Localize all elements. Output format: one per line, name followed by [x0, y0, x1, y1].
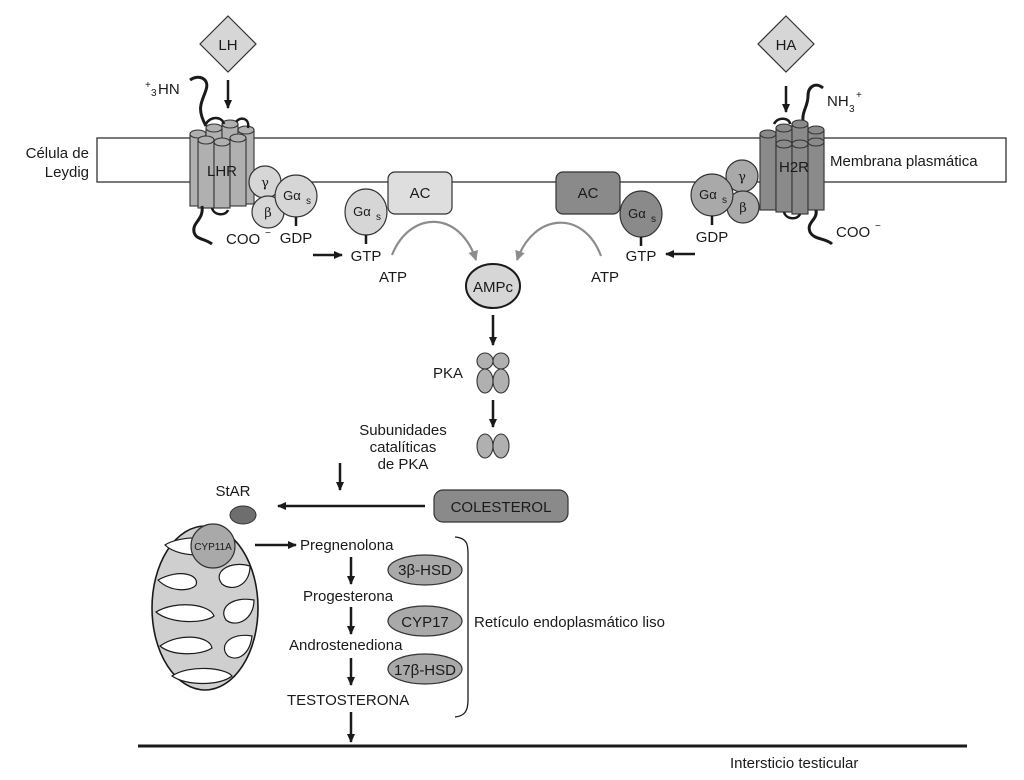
- cyp11a-enzyme: CYP11A: [190, 523, 236, 569]
- svg-text:3: 3: [849, 104, 855, 115]
- svg-text:γ: γ: [261, 176, 269, 191]
- h2r-n-terminus-label: NH 3 +: [827, 90, 862, 115]
- catalytic-label-line1: Subunidades: [359, 422, 447, 439]
- svg-text:LH: LH: [218, 37, 237, 54]
- androstenedione-label: Androstenediona: [289, 637, 403, 654]
- ser-label: Retículo endoplasmático liso: [474, 614, 665, 631]
- interstitium-label: Intersticio testicular: [730, 755, 858, 772]
- h2r-c-terminus-label: COO −: [836, 221, 881, 241]
- svg-text:AC: AC: [578, 185, 599, 202]
- svg-text:β: β: [264, 206, 272, 221]
- right-adenylyl-cyclase: AC: [555, 171, 621, 215]
- svg-text:3: 3: [151, 88, 157, 99]
- svg-text:s: s: [651, 214, 656, 225]
- svg-text:17β-HSD: 17β-HSD: [394, 662, 456, 679]
- svg-text:+: +: [145, 80, 151, 91]
- lh-ligand: LH: [199, 15, 257, 73]
- svg-text:LHR: LHR: [207, 163, 237, 180]
- svg-text:COO: COO: [836, 224, 870, 241]
- svg-text:Gα: Gα: [353, 204, 371, 219]
- svg-text:−: −: [875, 221, 881, 232]
- svg-text:AC: AC: [410, 185, 431, 202]
- svg-text:β: β: [739, 201, 747, 216]
- h2r-receptor: H2R: [759, 117, 825, 220]
- svg-text:−: −: [265, 228, 271, 239]
- right-atp-label: ATP: [591, 269, 619, 286]
- pka-catalytic-subunits: [476, 433, 510, 459]
- pka-label: PKA: [433, 365, 463, 382]
- cholesterol-node: COLESTEROL: [433, 489, 569, 523]
- testosterone-label: TESTOSTERONA: [287, 692, 409, 709]
- left-galpha-gtp: Gα s GTP: [344, 188, 388, 265]
- svg-text:CYP17: CYP17: [401, 614, 449, 631]
- lhr-receptor: LHR: [189, 116, 255, 216]
- svg-text:Gα: Gα: [628, 206, 646, 221]
- svg-text:HN: HN: [158, 81, 180, 98]
- lhr-n-terminal-tail: [189, 75, 209, 127]
- svg-text:GDP: GDP: [280, 230, 313, 247]
- svg-text:COO: COO: [226, 231, 260, 248]
- svg-text:s: s: [376, 212, 381, 223]
- svg-text:+: +: [856, 90, 862, 101]
- right-g-protein-inactive: γ β Gα s GDP: [690, 159, 760, 246]
- cell-label-line2: Leydig: [45, 164, 89, 181]
- svg-text:NH: NH: [827, 93, 849, 110]
- svg-text:s: s: [722, 195, 727, 206]
- progesterone-label: Progesterona: [303, 588, 394, 605]
- enzyme-cyp17: CYP17: [387, 605, 463, 637]
- ser-bracket: [454, 536, 469, 718]
- svg-text:GTP: GTP: [351, 248, 382, 265]
- svg-text:CYP11A: CYP11A: [194, 542, 232, 553]
- star-protein: [229, 505, 257, 525]
- svg-text:GDP: GDP: [696, 229, 729, 246]
- svg-text:H2R: H2R: [779, 159, 809, 176]
- catalytic-label-line2: catalíticas: [370, 439, 437, 456]
- left-atp-label: ATP: [379, 269, 407, 286]
- ha-ligand: HA: [757, 15, 815, 73]
- right-galpha-gtp: Gα s GTP: [619, 190, 663, 265]
- svg-text:COLESTEROL: COLESTEROL: [451, 499, 552, 516]
- left-atp-to-camp-arrow: [390, 220, 479, 261]
- mitochondrion: [151, 525, 259, 691]
- star-label: StAR: [215, 483, 250, 500]
- svg-text:3β-HSD: 3β-HSD: [398, 562, 452, 579]
- svg-text:γ: γ: [738, 170, 746, 185]
- pka-holoenzyme: [476, 352, 510, 394]
- pregnenolone-label: Pregnenolona: [300, 537, 394, 554]
- right-atp-to-camp-arrow: [515, 221, 603, 261]
- lhr-c-terminus-label: COO −: [226, 228, 271, 248]
- h2r-c-terminal-tail: [807, 209, 834, 246]
- left-g-protein-inactive: γ β Gα s GDP: [248, 165, 318, 247]
- membrane-label: Membrana plasmática: [830, 153, 978, 170]
- enzyme-17b-hsd: 17β-HSD: [387, 653, 463, 685]
- svg-text:Gα: Gα: [699, 187, 717, 202]
- svg-text:Gα: Gα: [283, 188, 301, 203]
- camp-node: AMPc: [465, 263, 521, 309]
- svg-text:HA: HA: [776, 37, 797, 54]
- cell-label-line1: Célula de: [26, 145, 89, 162]
- lhr-c-terminal-tail: [192, 205, 213, 246]
- catalytic-label-line3: de PKA: [378, 456, 429, 473]
- svg-text:GTP: GTP: [626, 248, 657, 265]
- lhr-n-terminus-label: + 3 HN: [145, 80, 180, 99]
- svg-text:AMPc: AMPc: [473, 279, 514, 296]
- h2r-n-terminal-tail: [801, 83, 824, 127]
- left-adenylyl-cyclase: AC: [387, 171, 453, 215]
- enzyme-3b-hsd: 3β-HSD: [387, 554, 463, 586]
- svg-text:s: s: [306, 196, 311, 207]
